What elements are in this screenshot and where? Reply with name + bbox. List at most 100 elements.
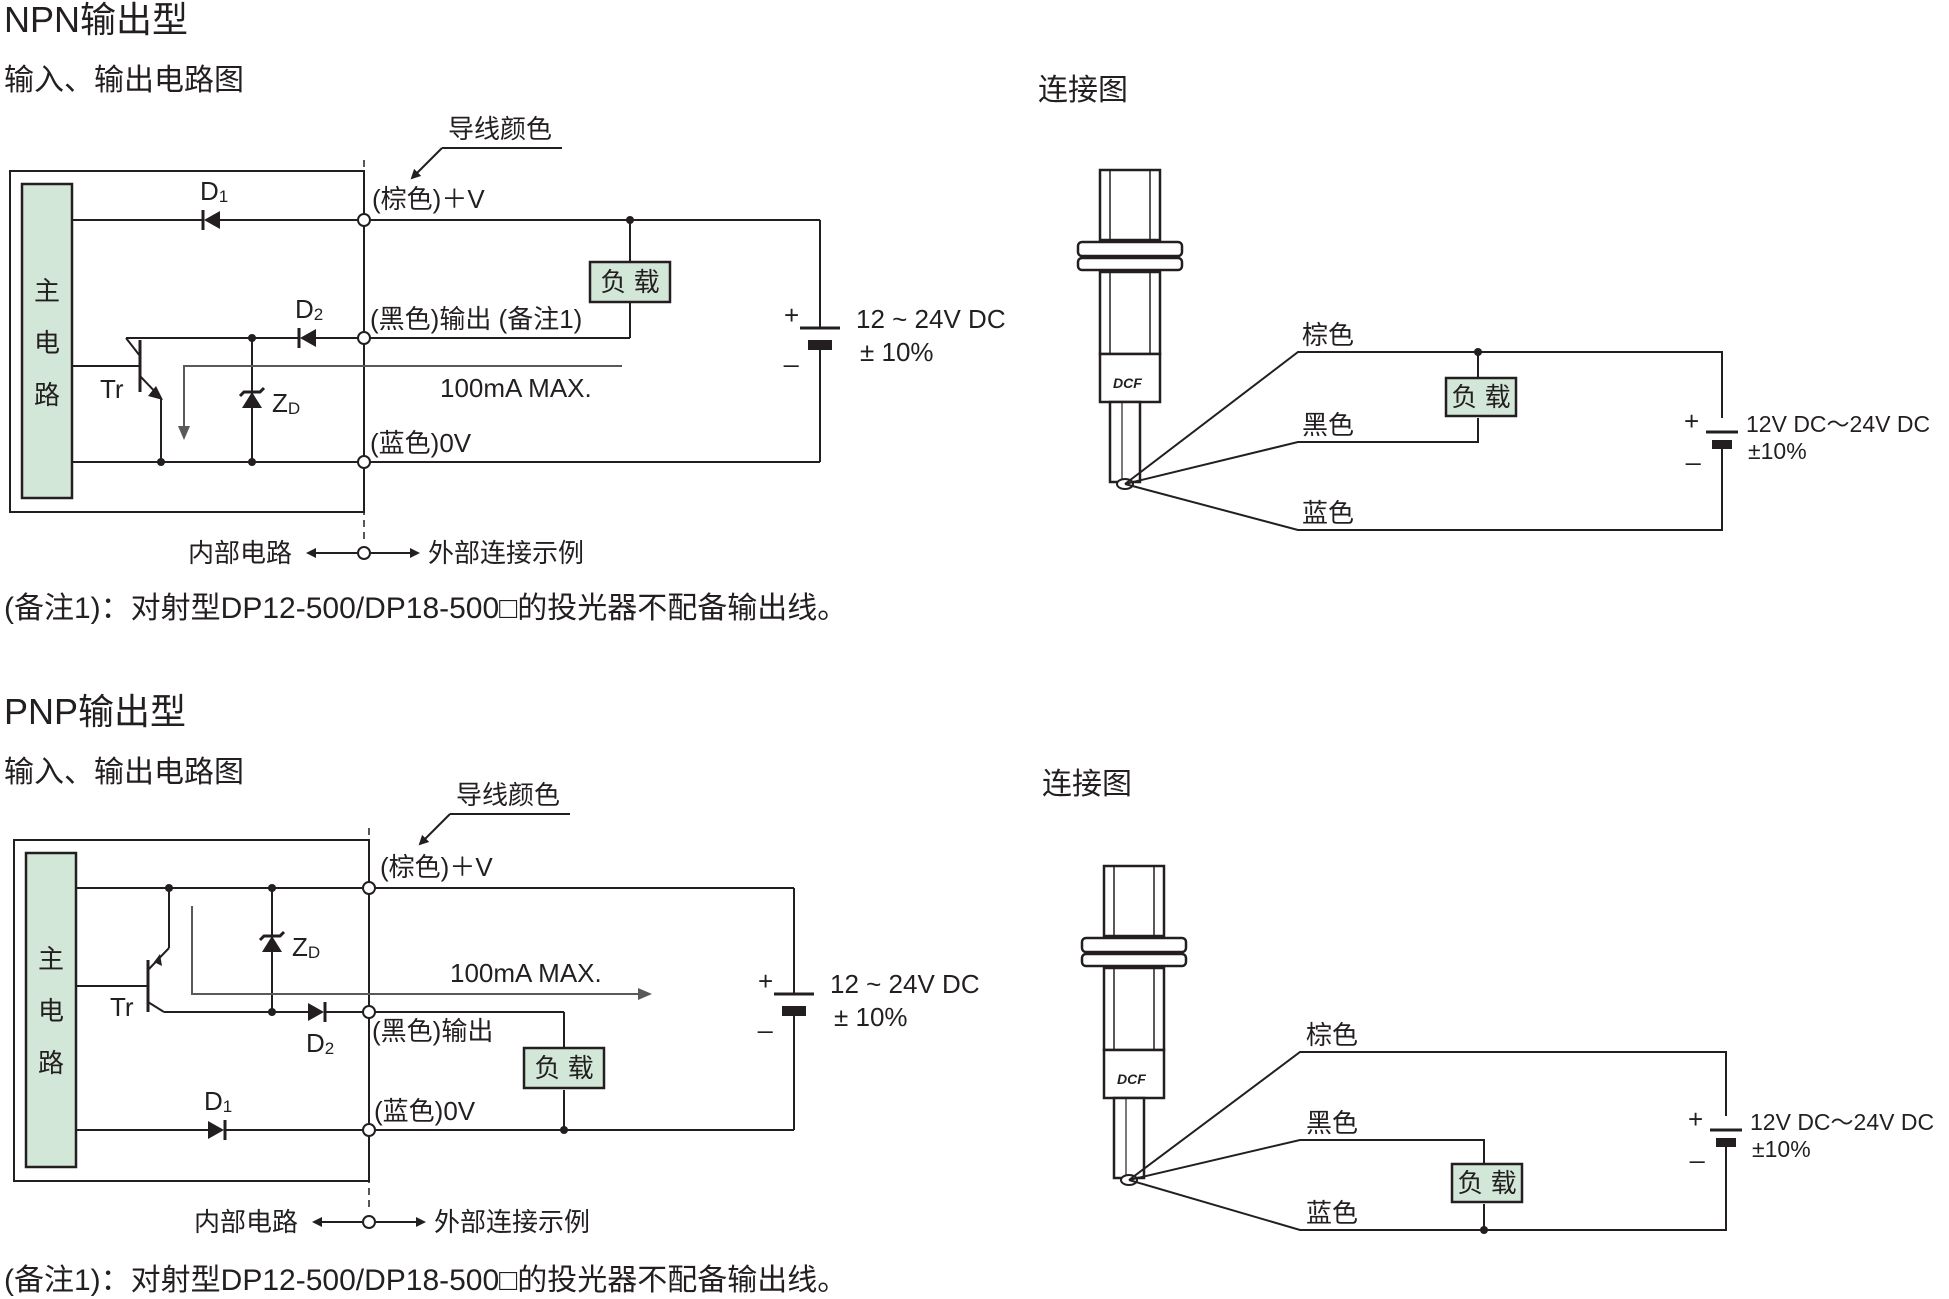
npn-conn-brown-wire [1124, 351, 1723, 485]
npn-circuit-title: 输入、输出电路图 [4, 64, 244, 97]
npn-tr-label: Tr [100, 374, 124, 404]
npn-connection-diagram: 连接图 DCF [1038, 74, 1930, 531]
pnp-conn-tolerance: ±10% [1752, 1136, 1811, 1162]
npn-sensor-body-illustration [1076, 168, 1184, 490]
pnp-section: PNP输出型 输入、输出电路图 导线颜色 主 电 路 Tr [4, 691, 1934, 1297]
pnp-supply-plus-sign: + [758, 966, 773, 996]
npn-legend-node [357, 546, 371, 560]
npn-main-circuit-char-1: 主 [34, 276, 60, 306]
npn-conn-blue-wire [1124, 448, 1723, 531]
npn-terminal-output-label: (黑色)输出 (备注1) [370, 304, 582, 334]
npn-supply-voltage: 12 ~ 24V DC [856, 304, 1006, 334]
npn-main-circuit-char-3: 路 [34, 380, 60, 410]
pnp-main-circuit-char-3: 路 [38, 1048, 64, 1078]
npn-d2-diode [297, 328, 316, 348]
pnp-max-current-label: 100mA MAX. [450, 958, 602, 988]
npn-conn-load-box [1444, 376, 1518, 418]
pnp-conn-blue-wire [1128, 1146, 1727, 1231]
pnp-zd-label: ZD [292, 932, 320, 962]
npn-conn-black-wire [1124, 418, 1479, 485]
pnp-conn-brown-wire [1128, 1051, 1727, 1181]
pnp-conn-battery-negative-plate [1716, 1138, 1736, 1147]
pnp-main-circuit-char-2: 电 [38, 996, 64, 1026]
pnp-zener-diode [258, 930, 286, 952]
pnp-transistor [76, 888, 170, 1013]
npn-wire-color-leader-arrow [410, 147, 443, 180]
npn-wire-color-label: 导线颜色 [448, 114, 552, 144]
npn-battery-negative-plate [808, 340, 832, 350]
npn-terminal-output [357, 331, 371, 345]
pnp-supply-tolerance: ± 10% [834, 1002, 908, 1032]
pnp-conn-wire-label-brown: 棕色 [1306, 1020, 1358, 1050]
npn-ext-vplus-junction-dot [626, 216, 634, 224]
npn-conn-wire-label-brown: 棕色 [1302, 320, 1354, 350]
pnp-terminal-vplus [362, 881, 376, 895]
pnp-conn-load-junction-dot [1480, 1226, 1488, 1234]
pnp-conn-wire-label-black: 黑色 [1306, 1108, 1358, 1138]
npn-max-current-label: 100mA MAX. [440, 373, 592, 403]
pnp-legend-node [362, 1215, 376, 1229]
npn-sensor-brand: DCF [1113, 375, 1142, 391]
npn-d1-diode [201, 210, 220, 230]
pnp-d1-diode [208, 1120, 227, 1140]
pnp-circuit-title: 输入、输出电路图 [4, 756, 244, 789]
pnp-conn-load-label: 负 载 [1457, 1168, 1516, 1198]
pnp-wire-color-label: 导线颜色 [456, 780, 560, 810]
pnp-sensor-body-illustration [1080, 864, 1188, 1186]
pnp-supply-voltage: 12 ~ 24V DC [830, 969, 980, 999]
pnp-battery-negative-plate [782, 1006, 806, 1016]
npn-conn-voltage: 12V DC～24V DC [1746, 411, 1930, 437]
pnp-sensor-brand: DCF [1117, 1071, 1146, 1087]
npn-conn-tolerance: ±10% [1748, 438, 1807, 464]
pnp-terminal-zero-label: (蓝色)0V [374, 1096, 476, 1126]
npn-conn-wire-label-black: 黑色 [1302, 410, 1354, 440]
pnp-d2-diode [308, 1002, 327, 1022]
npn-d2-label: D2 [295, 294, 323, 324]
pnp-connection-diagram: 连接图 DCF 负 载 棕色 [1042, 768, 1934, 1234]
pnp-internal-label: 内部电路 [194, 1207, 298, 1237]
pnp-supply-minus-sign: _ [757, 1004, 773, 1034]
pnp-d1-label: D1 [204, 1086, 232, 1116]
pnp-wire-color-leader-arrow [418, 813, 451, 846]
npn-section-title: NPN输出型 [4, 0, 188, 40]
npn-section: NPN输出型 输入、输出电路图 导线颜色 主 电 路 D1 D2 [4, 0, 1930, 625]
npn-d1-label: D1 [200, 176, 228, 206]
npn-supply-tolerance: ± 10% [860, 337, 934, 367]
pnp-connection-title: 连接图 [1042, 768, 1132, 801]
npn-external-label: 外部连接示例 [428, 538, 584, 568]
npn-transistor [72, 337, 163, 462]
npn-note: (备注1)：对射型DP12-500/DP18-500□的投光器不配备输出线。 [4, 592, 847, 625]
pnp-ext-zero-junction-dot [560, 1126, 568, 1134]
pnp-section-title: PNP输出型 [4, 691, 186, 732]
npn-load-box [588, 260, 672, 304]
npn-conn-wire-label-blue: 蓝色 [1302, 498, 1354, 528]
pnp-note: (备注1)：对射型DP12-500/DP18-500□的投光器不配备输出线。 [4, 1264, 847, 1297]
pnp-conn-wire-label-blue: 蓝色 [1306, 1198, 1358, 1228]
pnp-load-box [522, 1046, 606, 1090]
npn-main-circuit-char-2: 电 [34, 328, 60, 358]
pnp-conn-plus-sign: + [1688, 1104, 1703, 1134]
npn-supply-minus-sign: _ [783, 338, 799, 368]
pnp-current-arrow [191, 906, 652, 1000]
npn-zd-label: ZD [272, 388, 300, 418]
npn-conn-load-junction-dot [1474, 348, 1482, 356]
npn-terminal-vplus [357, 213, 371, 227]
pnp-external-label: 外部连接示例 [434, 1207, 590, 1237]
npn-conn-load-label: 负 载 [1451, 382, 1510, 412]
npn-conn-minus-sign: _ [1685, 436, 1701, 466]
pnp-load-label: 负 载 [534, 1053, 593, 1083]
npn-current-arrow [178, 365, 622, 440]
pnp-main-circuit-char-1: 主 [38, 944, 64, 974]
npn-connection-title: 连接图 [1038, 74, 1128, 107]
npn-terminal-zero [357, 455, 371, 469]
npn-internal-label: 内部电路 [188, 538, 292, 568]
npn-zener-diode [238, 386, 266, 408]
pnp-conn-minus-sign: _ [1689, 1134, 1705, 1164]
npn-conn-battery-negative-plate [1712, 440, 1732, 449]
npn-load-label: 负 载 [600, 267, 659, 297]
npn-main-circuit-box [20, 182, 74, 500]
pnp-tr-label: Tr [110, 992, 134, 1022]
pnp-terminal-output-label: (黑色)输出 [372, 1016, 493, 1046]
npn-conn-plus-sign: + [1684, 406, 1699, 436]
